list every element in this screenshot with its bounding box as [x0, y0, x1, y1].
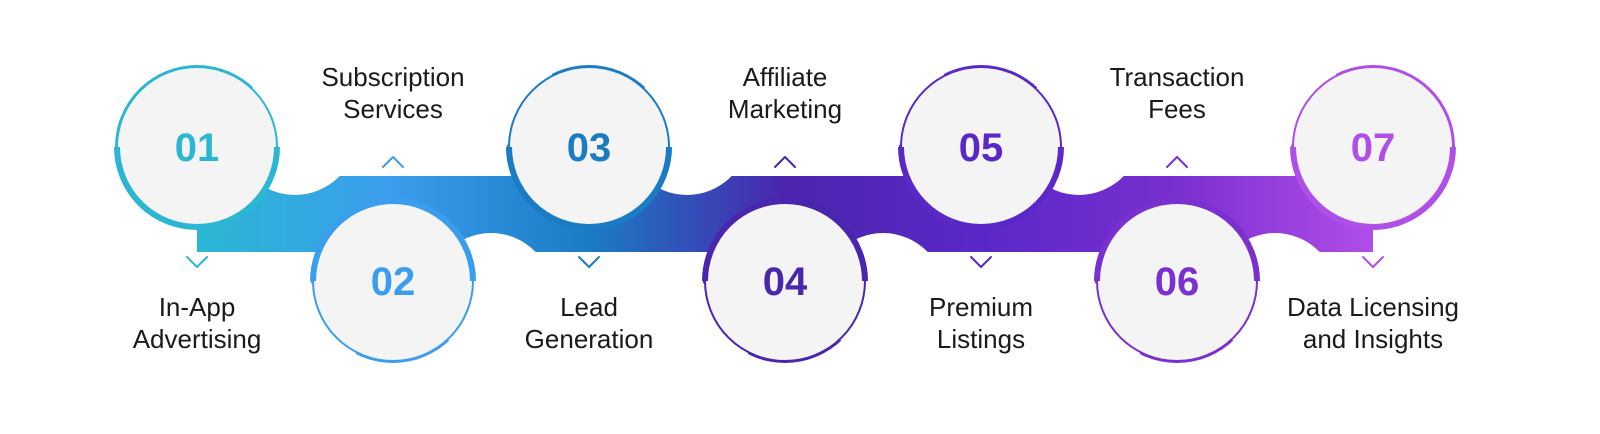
step-number: 07 — [1351, 126, 1396, 170]
step-circle-accent — [1094, 198, 1260, 282]
step-label-line1: Transaction — [1110, 62, 1245, 92]
step-circle-accent — [702, 198, 868, 282]
chevron-down-icon — [970, 256, 992, 268]
step-circle-accent — [506, 146, 672, 230]
step-circles — [114, 66, 1456, 362]
step-label-line2: Listings — [937, 324, 1025, 354]
step-circle-accent — [1290, 146, 1456, 230]
step-label-line2: Advertising — [133, 324, 262, 354]
step-number: 01 — [175, 126, 220, 170]
step-label-line1: Lead — [560, 292, 618, 322]
chevron-up-icon — [382, 156, 404, 168]
step-label-line2: Fees — [1148, 94, 1206, 124]
step-label-line1: Data Licensing — [1287, 292, 1459, 322]
step-label-line1: Affiliate — [743, 62, 828, 92]
step-circle-accent — [310, 198, 476, 282]
step-label-line2: Services — [343, 94, 443, 124]
step-label-line1: In-App — [159, 292, 236, 322]
chevron-up-icon — [774, 156, 796, 168]
chevron-down-icon — [578, 256, 600, 268]
step-circle-accent — [898, 146, 1064, 230]
step-number: 06 — [1155, 260, 1200, 304]
step-number: 05 — [959, 126, 1004, 170]
chevron-down-icon — [186, 256, 208, 268]
step-label-line2: Marketing — [728, 94, 842, 124]
step-label-line2: Generation — [525, 324, 654, 354]
step-number: 04 — [763, 260, 808, 304]
step-label-line2: and Insights — [1303, 324, 1443, 354]
step-label-line1: Subscription — [321, 62, 464, 92]
step-number: 02 — [371, 260, 416, 304]
step-label-line1: Premium — [929, 292, 1033, 322]
chevron-up-icon — [1166, 156, 1188, 168]
step-circle-accent — [114, 146, 280, 230]
chevron-down-icon — [1362, 256, 1384, 268]
step-number: 03 — [567, 126, 612, 170]
